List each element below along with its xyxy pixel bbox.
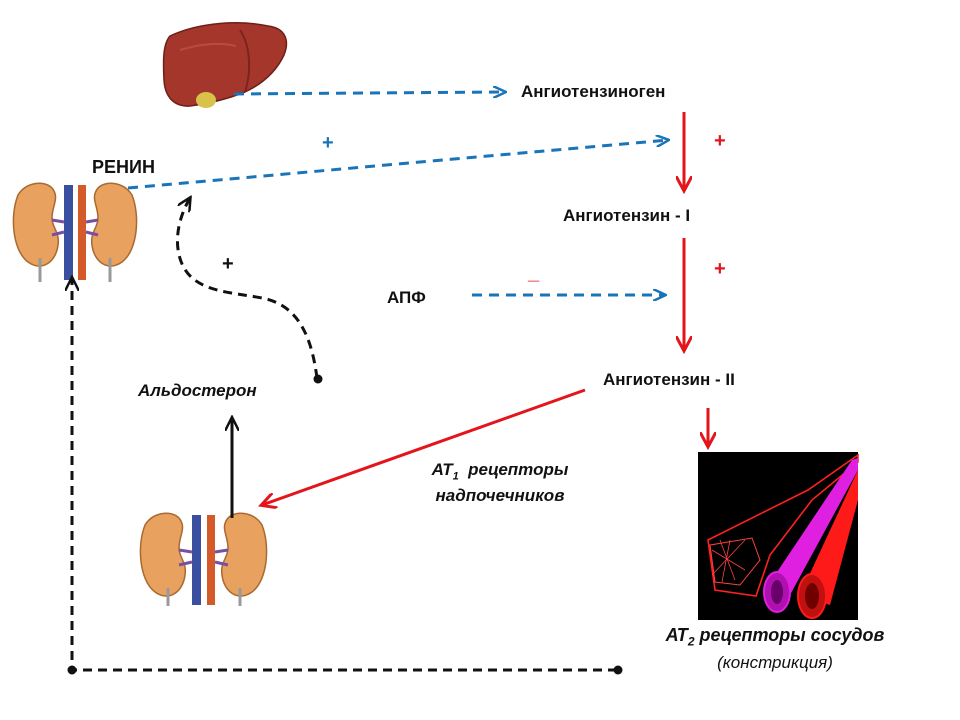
aldosterone-feedback-arrow (176, 198, 319, 379)
apf-minus-sign: _ (528, 262, 540, 284)
renin-plus-sign: + (322, 132, 334, 154)
step2-plus-sign: + (714, 258, 726, 280)
renin-arrow (127, 140, 668, 190)
liver-to-angiotensinogen-arrow (233, 92, 505, 94)
angiotensin1-label: Ангиотензин - I (563, 206, 691, 225)
a2-to-adrenal-arrow (262, 388, 586, 505)
step1-plus-sign: + (714, 130, 726, 152)
vessels-feedback-dot-right (613, 665, 623, 675)
aldosterone-dot (313, 374, 323, 384)
kidneys-top-icon (12, 182, 138, 282)
blood-vessels-image (698, 452, 859, 620)
renin-label: РЕНИН (92, 157, 155, 177)
liver-icon (162, 22, 288, 108)
vessels-feedback-dot-left (67, 665, 77, 675)
aldosterone-plus-sign: + (222, 253, 234, 275)
angiotensin2-label: Ангиотензин - II (603, 370, 735, 389)
aldosterone-label: Альдостерон (138, 381, 257, 400)
kidneys-bottom-icon (139, 512, 268, 606)
angiotensinogen-label: Ангиотензиноген (521, 82, 666, 101)
at2-receptors-label: АТ2 рецепторы сосудов (констрикция) (665, 625, 885, 672)
apf-label: АПФ (387, 288, 426, 307)
at1-receptors-label: АТ1 рецепторы надпочечников (431, 460, 569, 506)
